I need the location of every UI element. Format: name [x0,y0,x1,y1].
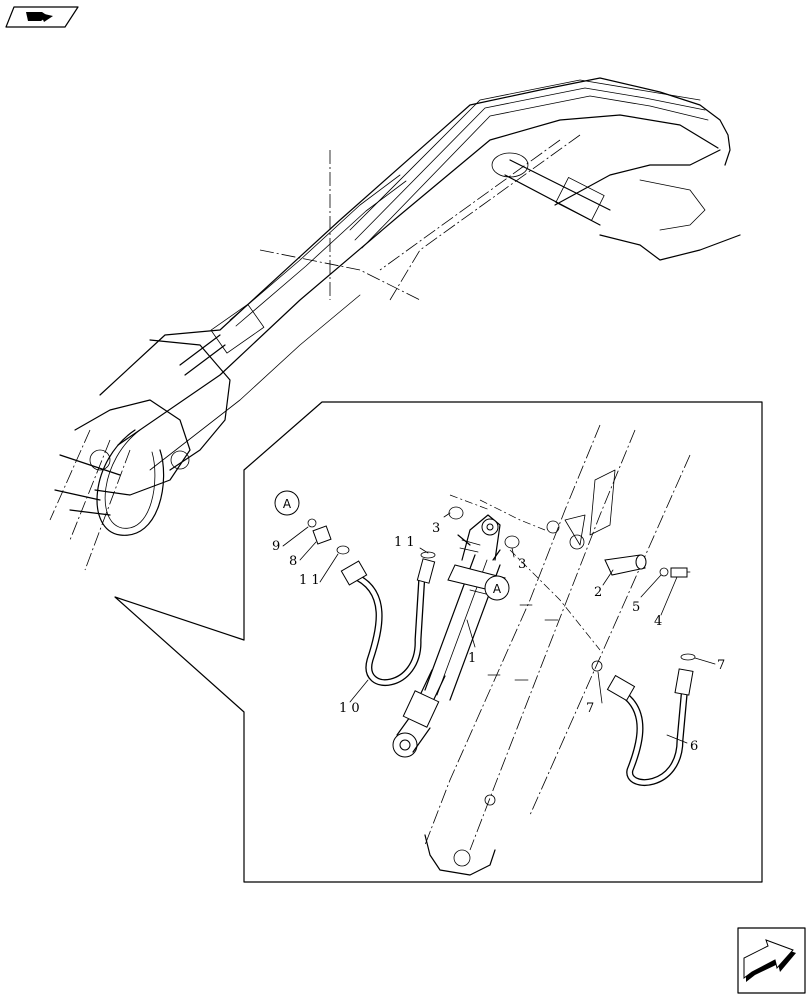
label-10: 1 0 [339,701,360,716]
book-icon[interactable] [5,6,79,28]
label-9: 9 [272,539,280,554]
small-parts [307,506,696,672]
arm-outline-detail [424,424,691,876]
svg-text:A: A [283,497,292,511]
label-11-right: 1 1 [394,535,415,550]
hose-6 [606,668,694,786]
excavator-arm-overview [49,77,741,571]
callout-a-right: A [484,575,510,601]
label-7-right: 7 [717,658,725,673]
label-11-left: 1 1 [299,573,320,588]
callout-a-left: A [274,490,300,516]
svg-text:A: A [493,582,502,596]
label-3-right: 3 [518,557,526,572]
label-8: 8 [289,554,297,569]
label-1: 1 [468,651,476,666]
label-2: 2 [594,585,602,600]
label-4: 4 [654,614,662,629]
detail-frame [114,401,763,883]
leader-lines [282,512,716,744]
label-3-left: 3 [432,521,440,536]
hydraulic-cylinder [392,514,506,758]
hose-10 [340,558,436,686]
next-page-arrow-icon[interactable] [737,927,806,994]
label-7-left: 7 [586,701,594,716]
part-labels: 9 8 1 1 1 0 3 3 1 1 1 2 5 4 7 7 6 [272,521,725,754]
label-6: 6 [690,739,698,754]
label-5: 5 [632,600,640,615]
